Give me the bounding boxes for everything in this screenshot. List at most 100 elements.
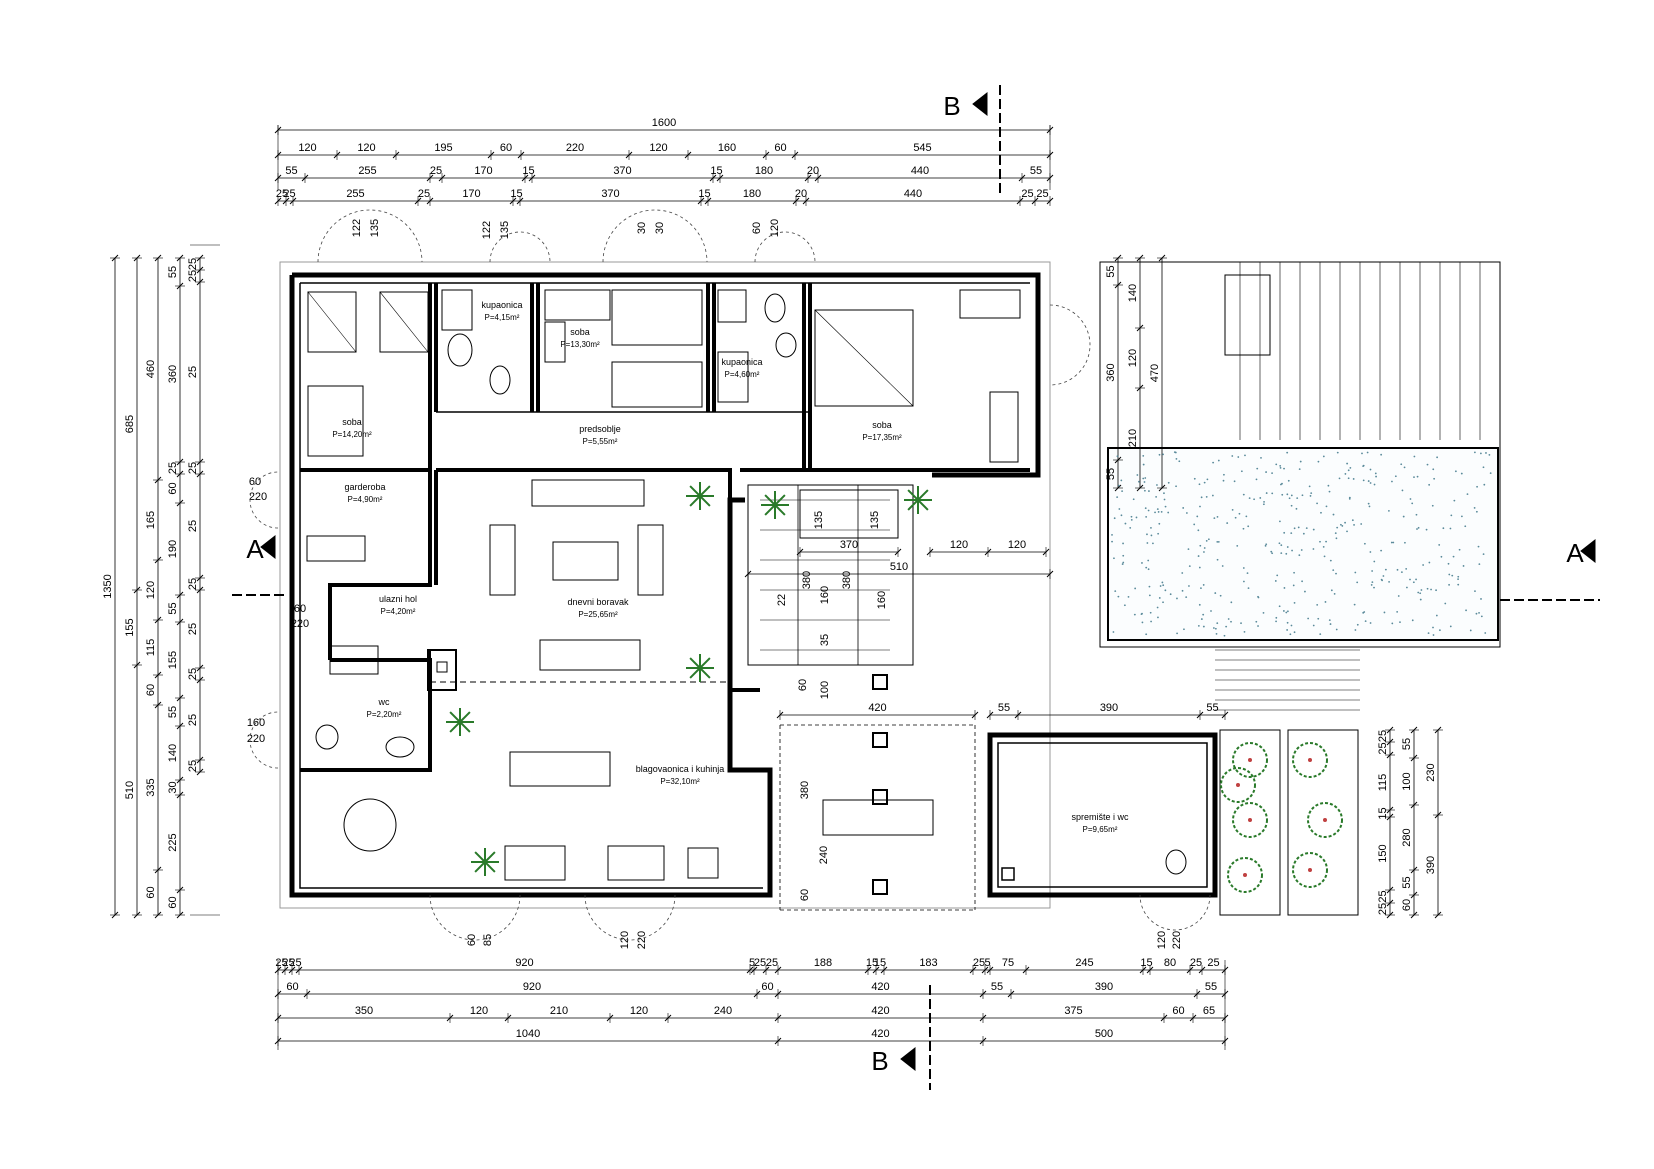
pool-water-dot bbox=[1362, 464, 1365, 467]
door-swing bbox=[249, 711, 279, 769]
pool-water-dot bbox=[1286, 493, 1289, 496]
pool-water-dot bbox=[1231, 508, 1234, 511]
room-name: spremište i wc bbox=[1071, 812, 1129, 822]
room-name: wc bbox=[378, 697, 390, 707]
pool-water-dot bbox=[1176, 632, 1178, 635]
pool-water-dot bbox=[1155, 495, 1158, 498]
pool-water-dot bbox=[1122, 561, 1125, 564]
pool-water-dot bbox=[1198, 566, 1201, 569]
pool-water-dot bbox=[1339, 523, 1342, 526]
pool-water-dot bbox=[1336, 451, 1339, 454]
pool-water-dot bbox=[1216, 622, 1219, 625]
dim-bottom-row1-label: 5 bbox=[984, 957, 990, 969]
pool-water-dot bbox=[1242, 567, 1245, 569]
dim-left-col4-label: 55 bbox=[167, 706, 179, 718]
pool-water-dot bbox=[1169, 593, 1172, 596]
dim-bottom-row2-label: 920 bbox=[523, 981, 541, 993]
dim-right-col2-label: 100 bbox=[1401, 772, 1413, 790]
pool-water-dot bbox=[1403, 466, 1406, 469]
pool-water-dot bbox=[1247, 587, 1250, 590]
pool-water-dot bbox=[1419, 598, 1422, 601]
dim-right-col1-label: 15 bbox=[1377, 807, 1389, 819]
pool-water-dot bbox=[1399, 621, 1401, 624]
door-swing bbox=[1139, 894, 1211, 931]
pool-water-dot bbox=[1384, 568, 1387, 571]
dim-top-row3-label: 180 bbox=[743, 188, 761, 200]
pool-water-dot bbox=[1286, 610, 1289, 613]
pool-water-dot bbox=[1319, 540, 1321, 543]
dim-bottom-row3-label: 120 bbox=[630, 1005, 648, 1017]
pool-water-dot bbox=[1312, 624, 1315, 627]
pool-water-dot bbox=[1348, 497, 1351, 500]
pool-water-dot bbox=[1390, 541, 1393, 544]
dim-stair-small: 35 bbox=[819, 634, 831, 646]
dim-left-col2-label: 510 bbox=[124, 781, 136, 799]
pool-water-dot bbox=[1458, 548, 1461, 551]
pool-water-dot bbox=[1380, 578, 1383, 581]
pool-water-dot bbox=[1413, 455, 1416, 458]
pool-water-dot bbox=[1159, 585, 1162, 587]
pool-water-dot bbox=[1199, 544, 1202, 547]
pool-water-dot bbox=[1293, 601, 1296, 604]
pool-water-dot bbox=[1320, 511, 1322, 514]
dim-left-col4-label: 360 bbox=[167, 365, 179, 383]
dim-bottom-row1-label: 80 bbox=[1164, 957, 1176, 969]
pool-water-dot bbox=[1118, 484, 1120, 487]
dim-terrace-inner-label: 120 bbox=[1127, 349, 1139, 367]
dim-bottom-row1-label: 25 bbox=[1207, 957, 1219, 969]
dim-left-col4-label: 155 bbox=[167, 651, 179, 669]
dim-bottom-row1-label: 75 bbox=[1002, 957, 1014, 969]
dim-bottom-row3-label: 120 bbox=[470, 1005, 488, 1017]
dim-right-col1-label: 25 bbox=[1377, 890, 1389, 902]
section-mark-b-bottom-arrow bbox=[900, 1046, 916, 1072]
pool-water-dot bbox=[1369, 551, 1372, 553]
pool-water-dot bbox=[1300, 549, 1303, 551]
pool-water-dot bbox=[1130, 515, 1133, 518]
dim-top-row2-label: 15 bbox=[710, 165, 722, 177]
pool-water-dot bbox=[1346, 462, 1349, 465]
pool-water-dot bbox=[1310, 492, 1313, 495]
dim-bottom-row1-label: 920 bbox=[515, 957, 533, 969]
pool-water-dot bbox=[1301, 580, 1303, 583]
room-name: kupaonica bbox=[721, 357, 762, 367]
pool-water-dot bbox=[1167, 511, 1170, 514]
section-mark-a-left-arrow bbox=[260, 534, 276, 560]
pool-water-dot bbox=[1253, 498, 1256, 501]
pool-water-dot bbox=[1148, 585, 1151, 588]
dim-left-col5-label: 25 bbox=[187, 578, 199, 590]
plan-geometry bbox=[190, 125, 1501, 1050]
dim-left-col4-label: 140 bbox=[167, 744, 179, 762]
dim-top-row1-label: 120 bbox=[357, 142, 375, 154]
pool-water-dot bbox=[1243, 630, 1246, 633]
shrub-icon bbox=[1227, 857, 1263, 893]
pool-water-dot bbox=[1150, 620, 1152, 623]
pool-water-dot bbox=[1298, 468, 1301, 471]
pool-water-dot bbox=[1203, 551, 1205, 553]
pool-water-dot bbox=[1347, 469, 1350, 472]
pool-water-dot bbox=[1187, 548, 1190, 550]
room-name: kupaonica bbox=[481, 300, 522, 310]
pool-water-dot bbox=[1283, 587, 1286, 589]
dim-bottom-row1-label: 5 bbox=[749, 957, 755, 969]
pool-water-dot bbox=[1280, 483, 1282, 486]
pool-water-dot bbox=[1214, 627, 1217, 630]
pool-water-dot bbox=[1216, 540, 1219, 543]
pool-water-dot bbox=[1448, 583, 1450, 586]
pool-water-dot bbox=[1143, 481, 1146, 483]
dim-bottom-row1-label: 245 bbox=[1075, 957, 1093, 969]
dim-bottom-row1-label: 188 bbox=[814, 957, 832, 969]
dim-terrace-outer-label: 470 bbox=[1149, 364, 1161, 382]
dim-bottom-row1-label: 25 bbox=[282, 957, 294, 969]
door-swing bbox=[584, 894, 676, 941]
door-swing bbox=[249, 471, 279, 529]
door-swing bbox=[1049, 304, 1091, 386]
pool-water-dot bbox=[1113, 517, 1116, 520]
room-name: predsoblje bbox=[579, 424, 621, 434]
dim-top-row2-label: 15 bbox=[522, 165, 534, 177]
dim-right-col3-label: 230 bbox=[1425, 763, 1437, 781]
pool-water-dot bbox=[1147, 509, 1150, 512]
pool-water-dot bbox=[1264, 544, 1267, 547]
pool-water-dot bbox=[1259, 497, 1262, 499]
dim-top-row3-label: 25 bbox=[283, 188, 295, 200]
pool-water-dot bbox=[1136, 474, 1139, 476]
